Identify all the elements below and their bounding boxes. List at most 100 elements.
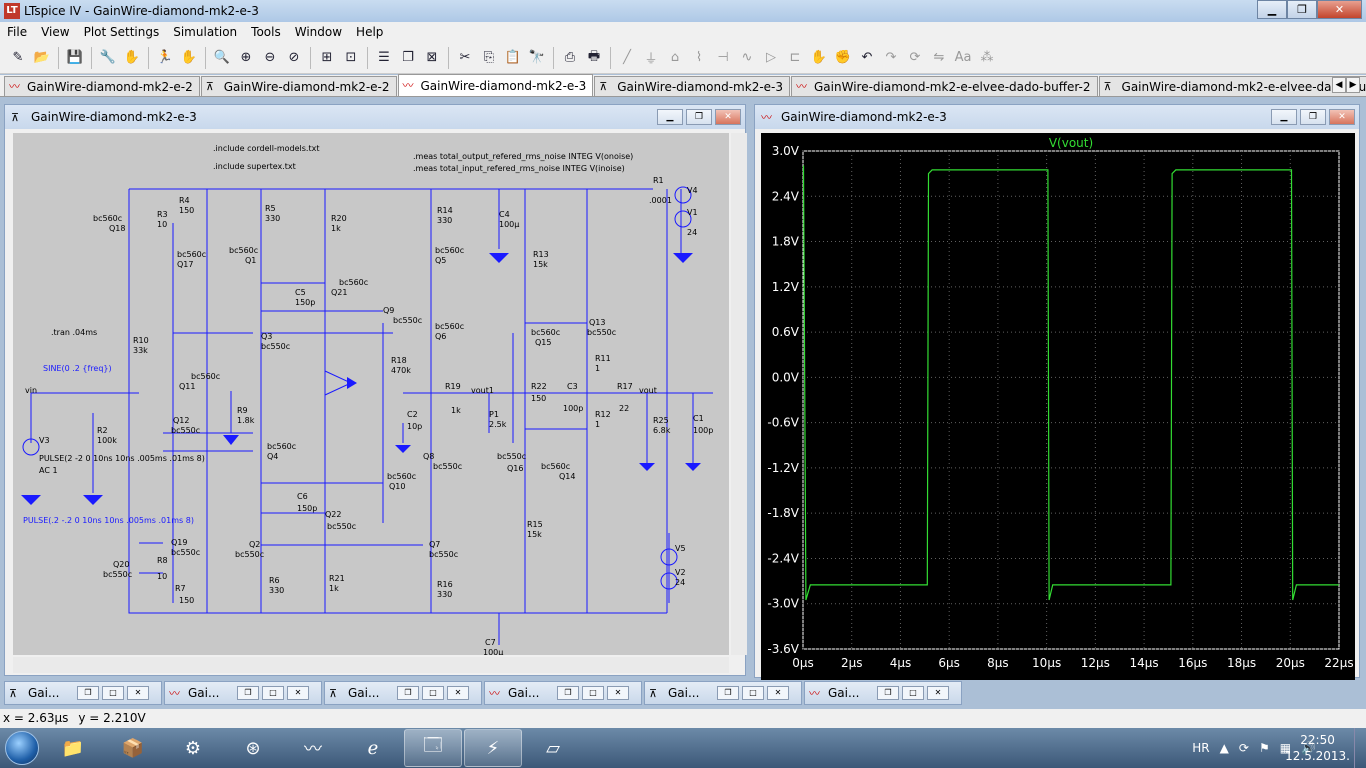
schematic-horizontal-scrollbar[interactable] [13, 657, 729, 673]
spice-directive-icon[interactable]: ⁂ [980, 50, 994, 65]
save-icon[interactable]: 💾 [66, 50, 84, 65]
menu-help[interactable]: Help [356, 25, 384, 39]
close-icon[interactable]: ✕ [927, 686, 949, 700]
restore-icon[interactable]: ❐ [717, 686, 739, 700]
component-icon[interactable]: ⊏ [789, 50, 801, 65]
minimized-window[interactable]: ⊼Gai...❐□✕ [644, 681, 802, 705]
schematic-maximize-button[interactable]: ❐ [686, 109, 712, 125]
menu-view[interactable]: View [41, 25, 70, 39]
copy-icon[interactable]: ⎘ [483, 50, 495, 65]
find-icon[interactable]: 🔭 [528, 50, 546, 65]
taskbar-explorer[interactable]: 📁 [44, 729, 102, 767]
taskbar-app[interactable]: 〰 [284, 729, 342, 767]
autorange-icon[interactable]: ⊞ [321, 50, 333, 65]
diode-icon[interactable]: ▷ [766, 50, 776, 65]
sync-icon[interactable]: ⟳ [1238, 741, 1249, 755]
new-schematic-icon[interactable]: ✎ [12, 50, 24, 65]
print-icon[interactable]: 🖶 [587, 48, 601, 64]
tab-scroll-right-icon[interactable]: ▶ [1346, 77, 1360, 93]
close-icon[interactable]: ✕ [287, 686, 309, 700]
taskbar-app[interactable]: ⊛ [224, 729, 282, 767]
move-icon[interactable]: ✋ [810, 50, 828, 65]
flag-icon[interactable]: ⚑ [1258, 741, 1270, 755]
clock[interactable]: 22:50 12.5.2013. [1285, 732, 1350, 764]
tab-scroll-left-icon[interactable]: ◀ [1332, 77, 1346, 93]
undo-icon[interactable]: ↶ [861, 50, 873, 65]
print-preview-icon[interactable]: ⎙ [564, 50, 576, 65]
schematic-minimize-button[interactable]: ▁ [657, 109, 683, 125]
schematic-vertical-scrollbar[interactable] [731, 133, 747, 655]
taskbar-app[interactable]: ▱ [524, 729, 582, 767]
halt-icon[interactable]: ✋ [180, 50, 198, 65]
paste-icon[interactable]: 📋 [504, 50, 522, 65]
plot-minimize-button[interactable]: ▁ [1271, 109, 1297, 125]
close-icon[interactable]: ✕ [447, 686, 469, 700]
zoom-in-icon[interactable]: 🔍 [213, 50, 231, 65]
run-icon[interactable]: 🏃 [156, 50, 174, 65]
menu-file[interactable]: File [7, 25, 28, 39]
menu-tools[interactable]: Tools [251, 25, 281, 39]
schematic-close-button[interactable]: ✕ [715, 109, 741, 125]
tile-horizontal-icon[interactable]: ☰ [378, 50, 390, 65]
text-icon[interactable]: Aa [954, 50, 972, 65]
maximize-button[interactable]: ❐ [1287, 0, 1317, 19]
close-all-icon[interactable]: ⊠ [426, 50, 438, 65]
plot-close-button[interactable]: ✕ [1329, 109, 1355, 125]
schematic-canvas[interactable]: .include cordell-models.txt .include sup… [13, 133, 729, 655]
minimized-window[interactable]: ⊼Gai...❐□✕ [4, 681, 162, 705]
minimized-window[interactable]: ⊼Gai...❐□✕ [324, 681, 482, 705]
start-button[interactable] [0, 728, 44, 768]
taskbar-app[interactable]: 📦 [104, 729, 162, 767]
tab-plot-elvee[interactable]: 〰GainWire-diamond-mk2-e-elvee-dado-buffe… [791, 76, 1098, 96]
minimized-window[interactable]: 〰Gai...❐□✕ [484, 681, 642, 705]
wire-icon[interactable]: ╱ [623, 50, 631, 65]
maximize-icon[interactable]: □ [582, 686, 604, 700]
show-hidden-icons-icon[interactable]: ▲ [1219, 741, 1229, 755]
restore-icon[interactable]: ❐ [557, 686, 579, 700]
restore-icon[interactable]: ❐ [397, 686, 419, 700]
open-icon[interactable]: 📂 [33, 50, 51, 65]
taskbar-ltspice[interactable]: ⚡ [464, 729, 522, 767]
maximize-icon[interactable]: □ [262, 686, 284, 700]
language-indicator[interactable]: HR [1192, 741, 1210, 755]
drag-icon[interactable]: ✊ [834, 50, 852, 65]
zoom-cancel-icon[interactable]: ⊘ [288, 50, 300, 65]
menu-window[interactable]: Window [294, 25, 343, 39]
fit-icon[interactable]: ⊡ [345, 50, 357, 65]
label-net-icon[interactable]: ⌂ [670, 50, 680, 65]
minimized-window[interactable]: 〰Gai...❐□✕ [164, 681, 322, 705]
redo-icon[interactable]: ↷ [885, 50, 897, 65]
tab-schematic-e3[interactable]: ⊼GainWire-diamond-mk2-e-3 [594, 76, 790, 96]
tab-schematic-e2[interactable]: ⊼GainWire-diamond-mk2-e-2 [200, 76, 397, 96]
maximize-icon[interactable]: □ [102, 686, 124, 700]
show-desktop-button[interactable] [1354, 728, 1366, 768]
inductor-icon[interactable]: ∿ [741, 50, 753, 65]
zoom-out-icon[interactable]: ⊖ [264, 50, 276, 65]
restore-icon[interactable]: ❐ [237, 686, 259, 700]
maximize-icon[interactable]: □ [902, 686, 924, 700]
maximize-icon[interactable]: □ [742, 686, 764, 700]
volume-icon[interactable]: 🔊 [1301, 741, 1316, 755]
restore-icon[interactable]: ❐ [77, 686, 99, 700]
close-button[interactable]: ✕ [1317, 0, 1362, 19]
resistor-icon[interactable]: ⌇ [695, 50, 703, 65]
taskbar-browser[interactable]: ℯ [344, 729, 402, 767]
control-panel-icon[interactable]: 🔧 [99, 50, 117, 65]
close-icon[interactable]: ✕ [127, 686, 149, 700]
maximize-icon[interactable]: □ [422, 686, 444, 700]
pan-hand-icon[interactable]: ✋ [123, 50, 141, 65]
zoom-area-icon[interactable]: ⊕ [240, 50, 252, 65]
cut-icon[interactable]: ✂ [459, 50, 471, 65]
menu-plot-settings[interactable]: Plot Settings [83, 25, 160, 39]
tab-plot-e2[interactable]: 〰GainWire-diamond-mk2-e-2 [4, 76, 200, 96]
taskbar-app[interactable]: ⚙ [164, 729, 222, 767]
ground-icon[interactable]: ⏚ [644, 52, 658, 67]
minimize-button[interactable]: ▁ [1257, 0, 1287, 19]
cascade-icon[interactable]: ❐ [402, 50, 414, 65]
capacitor-icon[interactable]: ⊣ [717, 50, 729, 65]
plot-maximize-button[interactable]: ❐ [1300, 109, 1326, 125]
tab-plot-e3[interactable]: 〰GainWire-diamond-mk2-e-3 [397, 74, 594, 96]
taskbar-app[interactable]: 🗔 [404, 729, 462, 767]
tab-schematic-elvee[interactable]: ⊼GainWire-diamond-mk2-e-elvee-dado-buffe… [1098, 76, 1366, 96]
